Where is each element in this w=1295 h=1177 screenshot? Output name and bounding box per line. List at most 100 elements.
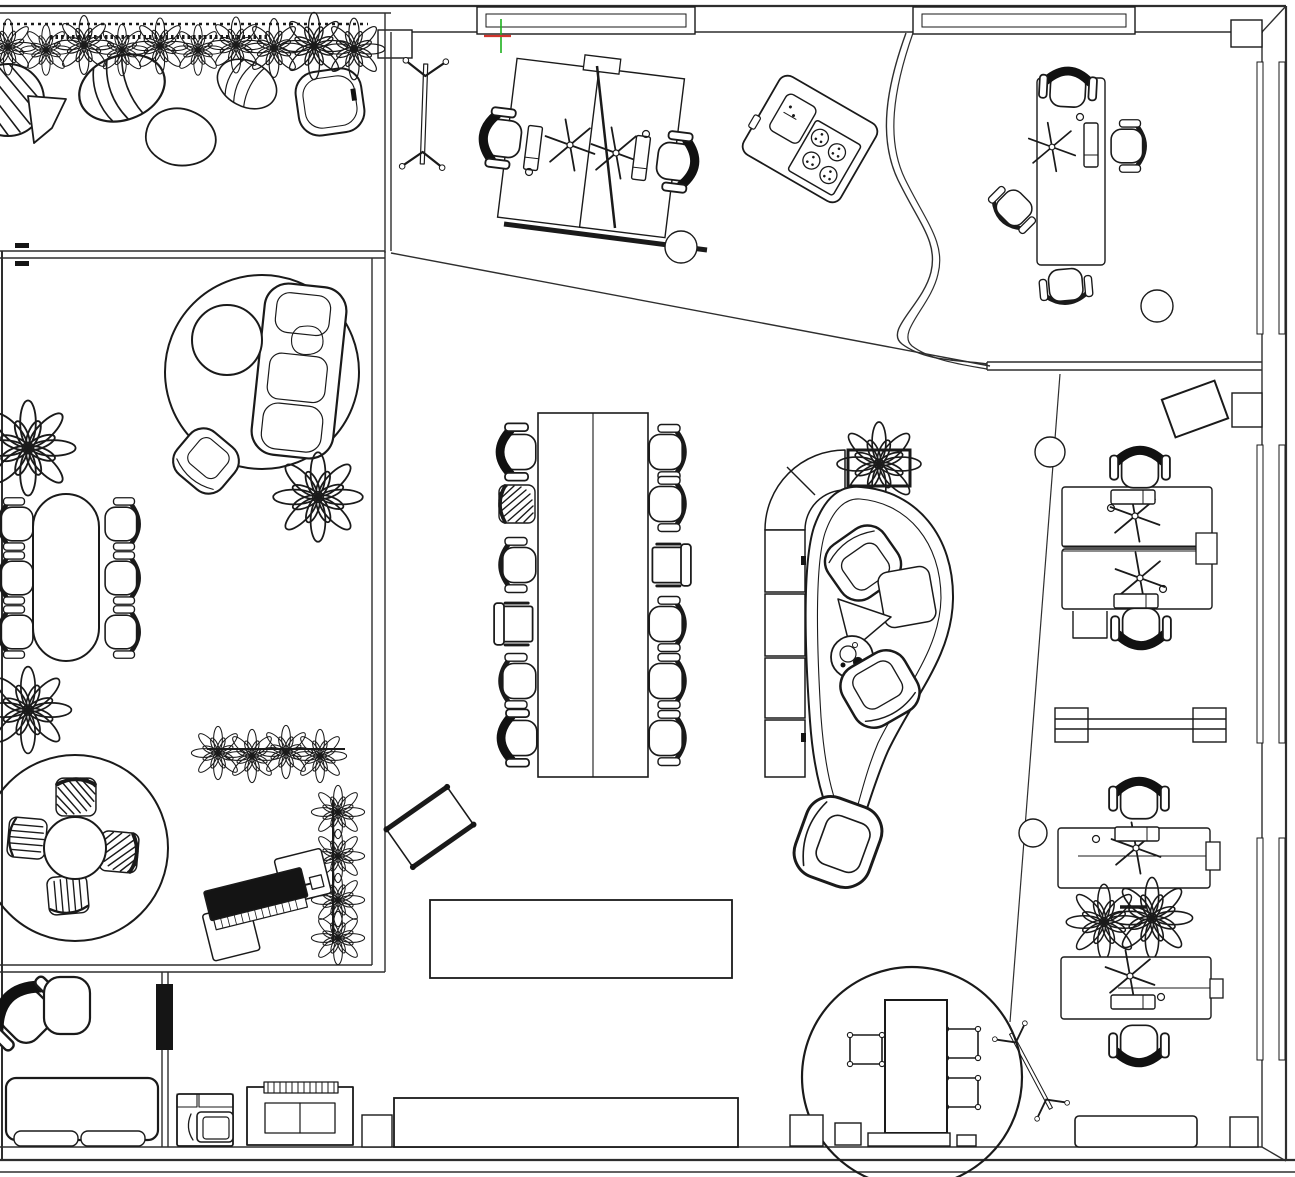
mouse <box>524 167 534 177</box>
storage-box <box>789 1114 824 1147</box>
round-rug <box>800 965 1024 1177</box>
bench-rail-block <box>1192 707 1227 743</box>
conference-chair <box>501 538 536 593</box>
office-chair <box>984 180 1042 238</box>
oval-meeting-table <box>32 493 100 662</box>
lounge-cushion <box>191 304 263 376</box>
cafe-stool <box>5 815 49 861</box>
cafe-table <box>43 816 107 880</box>
shelf-handle <box>801 556 806 565</box>
plant <box>1065 883 1143 961</box>
side-bracket <box>1072 611 1108 639</box>
wall-pillar <box>1230 19 1263 48</box>
bench <box>1074 1115 1198 1148</box>
window-strip-right <box>1278 444 1286 744</box>
shelf-unit <box>764 657 806 719</box>
desk-screen-bracket <box>582 54 622 75</box>
window-inset-top <box>912 6 1136 35</box>
wall-pillar <box>1231 392 1263 428</box>
rail-cap <box>1205 841 1221 871</box>
window-inset-top-inner <box>485 13 687 28</box>
plant <box>244 18 304 78</box>
conference-chair <box>649 654 684 709</box>
conference-chair <box>501 709 537 766</box>
trash-bin <box>1140 289 1174 323</box>
mouse <box>1106 503 1116 513</box>
piano <box>192 847 342 963</box>
meeting-chair <box>105 498 139 551</box>
mouse <box>1158 584 1168 594</box>
meeting-chair <box>0 498 33 551</box>
lounge-rug <box>164 274 360 470</box>
window-inset-top-inner <box>921 13 1127 28</box>
conference-chair <box>649 597 684 652</box>
garden-pouf <box>291 64 369 140</box>
plant <box>0 665 73 755</box>
table <box>884 999 948 1134</box>
printer <box>176 1093 234 1147</box>
cafe-stool <box>54 776 98 818</box>
plant <box>310 784 366 840</box>
keyboard <box>1110 489 1156 505</box>
conference-chair <box>501 654 536 709</box>
plant <box>190 725 246 781</box>
shelf-handle <box>801 733 806 742</box>
kitchen-station <box>734 69 882 207</box>
rail-cap <box>1209 978 1224 999</box>
meeting-chair <box>0 606 33 659</box>
plant <box>0 399 77 497</box>
conference-chair <box>649 425 684 480</box>
conference-chair <box>649 711 684 766</box>
diagonal-partition <box>1009 373 1061 1023</box>
stool <box>942 1074 982 1111</box>
shelf-unit <box>764 529 806 593</box>
garden-stone <box>27 95 67 144</box>
reception-pouf <box>42 975 92 1036</box>
side-table-square <box>877 565 937 629</box>
counter <box>429 899 733 979</box>
column <box>1018 818 1048 848</box>
mouse <box>1156 992 1166 1002</box>
mouse <box>641 129 651 139</box>
window-strip-right <box>1256 837 1264 1061</box>
bench-tilted <box>382 783 477 871</box>
window-strip-right <box>1256 444 1264 744</box>
cafe-stool <box>45 873 91 917</box>
desk-screen <box>595 65 617 229</box>
stool <box>942 1025 982 1062</box>
wall-pillar <box>1229 1116 1259 1148</box>
window-inset-top <box>476 6 696 35</box>
office-chair <box>1109 781 1169 818</box>
meeting-chair <box>105 606 139 659</box>
storage-box <box>834 1122 862 1146</box>
wall-corner-top-right <box>1261 5 1287 33</box>
table-bench <box>867 1132 951 1147</box>
plant <box>279 11 349 81</box>
conference-chair <box>497 483 537 525</box>
plant <box>310 910 366 966</box>
conference-chair <box>500 423 536 480</box>
garden-beanbag <box>208 48 286 120</box>
shelf-unit <box>764 719 806 778</box>
office-chair <box>1111 120 1145 173</box>
lounge-chair <box>785 787 891 897</box>
lounge-armchair <box>164 419 248 503</box>
door-mark <box>15 261 29 266</box>
keyboard <box>1114 826 1160 842</box>
garden-stone-blob <box>144 107 217 167</box>
mouse <box>1091 834 1101 844</box>
door-mark <box>15 243 29 248</box>
conference-chair <box>492 601 535 647</box>
door-leaf <box>156 984 173 1050</box>
trash-bin <box>664 230 698 264</box>
counter <box>393 1097 739 1148</box>
wall-pillar <box>377 29 413 59</box>
stool <box>846 1031 886 1068</box>
window-strip-right <box>1278 837 1286 1061</box>
plant <box>272 451 364 543</box>
curved-wall <box>885 32 988 365</box>
rail-cap <box>1195 532 1218 565</box>
floor-plan-items <box>0 4 1295 1177</box>
